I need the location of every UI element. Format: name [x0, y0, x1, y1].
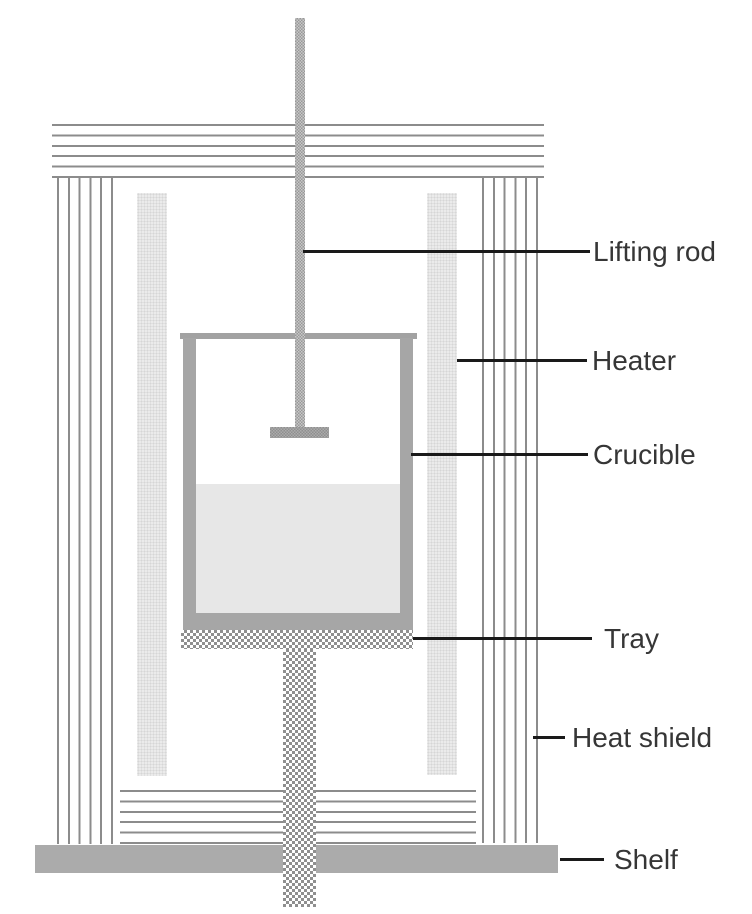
lifting-rod-leader-line: [303, 250, 590, 253]
lifting-rod-label: Lifting rod: [593, 236, 716, 267]
melt-in-crucible: [196, 484, 400, 613]
heater-leader-line: [457, 359, 587, 362]
shelf-leader-line: [560, 858, 604, 861]
tray-label: Tray: [604, 623, 659, 654]
tray-leader-line: [413, 637, 592, 640]
heat-shield-leader-line: [533, 736, 565, 739]
crucible-label: Crucible: [593, 439, 696, 470]
crucible-right-wall: [400, 338, 413, 630]
lifting-rod: [295, 18, 305, 430]
heat-shield-label: Heat shield: [572, 722, 713, 753]
heater-label: Heater: [592, 345, 677, 376]
heater-left: [137, 193, 167, 776]
heat-shield-left: [57, 178, 114, 844]
crucible-bottom: [183, 613, 413, 630]
tray: [181, 630, 413, 649]
support-rod: [283, 649, 316, 907]
heat-shield-right: [482, 178, 539, 843]
heater-right: [427, 193, 457, 775]
shelf-label: Shelf: [614, 844, 678, 875]
crucible-leader-line: [411, 453, 588, 456]
crucible-left-wall: [183, 338, 196, 630]
seed-holder-bar: [270, 427, 329, 438]
